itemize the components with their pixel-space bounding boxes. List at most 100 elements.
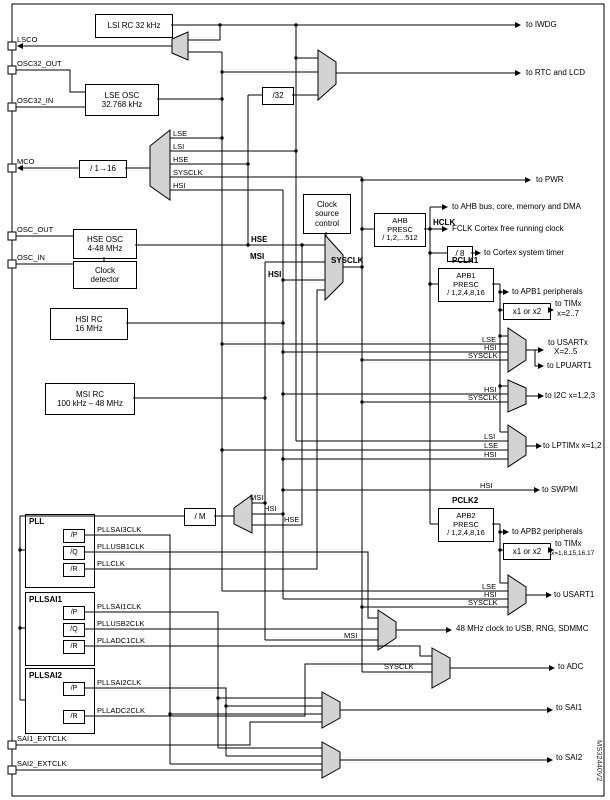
pll-output-plladc2clk: PLLADC2CLK bbox=[97, 706, 145, 715]
block-ahb-prescaler: AHB PRESC / 1,2,...512 bbox=[374, 213, 426, 247]
pin-square-sai2-extclk bbox=[7, 765, 17, 775]
pll-output-pllusb2clk: PLLUSB2CLK bbox=[97, 619, 145, 628]
pll-div-q: /Q bbox=[63, 546, 85, 560]
sai2-clock-mux bbox=[321, 741, 341, 779]
pll-output-pllsai2clk: PLLSAI2CLK bbox=[97, 678, 142, 687]
mco-input-lsi: LSI bbox=[173, 142, 185, 151]
mco-input-hsi: HSI bbox=[173, 181, 186, 190]
block-x1x2-apb2: x1 or x2 bbox=[503, 543, 551, 560]
output-timx-apb2-l2: x=1,8,15,16,17 bbox=[551, 550, 595, 557]
pll-output-pllclk: PLLCLK bbox=[97, 559, 125, 568]
i2c-input-sysclk: SYSCLK bbox=[468, 393, 498, 402]
clk48-input-msi: MSI bbox=[344, 631, 358, 640]
output-lptim: to LPTIMx x=1,2 bbox=[543, 441, 602, 450]
signal-msi-bold: MSI bbox=[250, 252, 265, 261]
block-lse-osc: LSE OSC 32.768 kHz bbox=[85, 84, 159, 116]
output-apb2-peripherals: to APB2 peripherals bbox=[512, 527, 583, 536]
pin-square-osc32-out bbox=[7, 65, 17, 75]
output-lpuart1: to LPUART1 bbox=[547, 361, 592, 370]
pll-div-r: /R bbox=[63, 563, 85, 577]
pin-square-osc32-in bbox=[7, 102, 17, 112]
mco-input-hse: HSE bbox=[173, 155, 189, 164]
pllsrc-input-hse: HSE bbox=[284, 515, 300, 524]
pin-label-lsco: LSCO bbox=[17, 35, 38, 44]
output-cortex-timer: to Cortex system timer bbox=[484, 248, 565, 257]
i2c-clock-mux bbox=[507, 379, 527, 413]
lptim-input-lsi: LSI bbox=[484, 432, 496, 441]
pllsai1-div-q: /Q bbox=[63, 623, 85, 637]
watermark: MS32440V2 bbox=[595, 740, 604, 782]
output-i2c: to I2C x=1,2,3 bbox=[545, 391, 596, 400]
pllsai2-div-p: /P bbox=[63, 682, 85, 696]
pllsai1-div-r: /R bbox=[63, 640, 85, 654]
output-timx-apb2-l1: to TIMx bbox=[555, 539, 582, 548]
output-usartx-l2: X=2..5 bbox=[554, 347, 578, 356]
block-apb1-prescaler: APB1 PRESC / 1,2,4,8,16 bbox=[438, 268, 494, 302]
sai1-clock-mux bbox=[321, 691, 341, 729]
pll-div-p: /P bbox=[63, 529, 85, 543]
block-hse-osc: HSE OSC 4-48 MHz bbox=[73, 229, 137, 259]
pin-label-osc32-out: OSC32_OUT bbox=[17, 59, 62, 68]
usart-clock-mux bbox=[507, 327, 527, 373]
signal-hse-bold: HSE bbox=[251, 235, 268, 244]
adc-input-sysclk: SYSCLK bbox=[384, 662, 414, 671]
block-div-m: / M bbox=[184, 508, 216, 526]
pll-output-pllsai1clk: PLLSAI1CLK bbox=[97, 602, 142, 611]
signal-sysclk-bold: SYSCLK bbox=[331, 256, 364, 265]
usart1-input-sysclk: SYSCLK bbox=[468, 598, 498, 607]
output-usart1: to USART1 bbox=[554, 590, 595, 599]
mco-input-lse: LSE bbox=[173, 129, 188, 138]
mco-mux bbox=[149, 128, 171, 201]
lptim-input-lse: LSE bbox=[484, 441, 499, 450]
pin-label-osc-out: OSC_OUT bbox=[17, 225, 54, 234]
block-pll: PLL /P /Q /R bbox=[25, 514, 95, 588]
output-to-pwr: to PWR bbox=[536, 175, 564, 184]
lsco-mux bbox=[171, 31, 189, 61]
lptim-clock-mux bbox=[507, 424, 527, 468]
output-fclk: FCLK Cortex free running clock bbox=[452, 224, 564, 233]
signal-hsi-bold: HSI bbox=[268, 270, 282, 279]
output-timx-apb1-l1: to TIMx bbox=[555, 299, 582, 308]
block-clock-source-control: Clock source control bbox=[303, 194, 351, 234]
output-to-iwdg: to IWDG bbox=[526, 20, 557, 29]
block-msi-rc: MSI RC 100 kHz – 48 MHz bbox=[45, 383, 135, 415]
output-clk48: 48 MHz clock to USB, RNG, SDMMC bbox=[456, 624, 589, 633]
pin-label-osc32-in: OSC32_IN bbox=[17, 96, 54, 105]
output-sai1: to SAI1 bbox=[556, 703, 583, 712]
block-pllsai2: PLLSAI2 /P /R bbox=[25, 668, 95, 734]
output-to-rtc-lcd: to RTC and LCD bbox=[526, 68, 585, 77]
pin-label-sai1-extclk: SAI1_EXTCLK bbox=[17, 734, 67, 743]
pllsai2-div-r: /R bbox=[63, 710, 85, 724]
block-lsi-rc: LSI RC 32 kHz bbox=[95, 14, 173, 38]
output-apb1-peripherals: to APB1 peripherals bbox=[512, 287, 583, 296]
pin-label-mco: MCO bbox=[17, 157, 35, 166]
block-x1x2-apb1: x1 or x2 bbox=[503, 303, 551, 320]
pllsrc-input-hsi: HSI bbox=[264, 504, 277, 513]
pin-square-osc-out bbox=[7, 231, 17, 241]
rtc-clock-mux bbox=[317, 49, 337, 102]
pin-square-lsco bbox=[7, 41, 17, 51]
pin-label-osc-in: OSC_IN bbox=[17, 253, 45, 262]
output-swpmi: to SWPMI bbox=[542, 485, 579, 494]
pll-output-pllsai3clk: PLLSAI3CLK bbox=[97, 525, 142, 534]
output-usartx-l1: to USARTx bbox=[548, 338, 588, 347]
pll-output-pllusb1clk: PLLUSB1CLK bbox=[97, 542, 145, 551]
signal-pclk1-bold: PCLK1 bbox=[452, 256, 479, 265]
adc-clock-mux bbox=[431, 647, 451, 689]
lptim-input-hsi: HSI bbox=[484, 450, 497, 459]
block-div1-16: / 1→16 bbox=[79, 160, 127, 178]
swpmi-input-hsi: HSI bbox=[480, 481, 493, 490]
pllsrc-input-msi: MSI bbox=[250, 493, 264, 502]
sysclk-mux bbox=[324, 233, 344, 302]
block-pllsai1: PLLSAI1 /P /Q /R bbox=[25, 592, 95, 666]
usart1-clock-mux bbox=[507, 574, 527, 616]
block-clock-detector: Clock detector bbox=[73, 261, 137, 289]
pin-square-sai1-extclk bbox=[7, 740, 17, 750]
diagram-frame bbox=[11, 3, 605, 797]
pin-square-mco bbox=[7, 163, 17, 173]
block-hsi-rc: HSI RC 16 MHz bbox=[50, 308, 128, 340]
clk48-mux bbox=[377, 609, 397, 651]
usart-input-sysclk: SYSCLK bbox=[468, 351, 498, 360]
output-adc: to ADC bbox=[558, 662, 584, 671]
